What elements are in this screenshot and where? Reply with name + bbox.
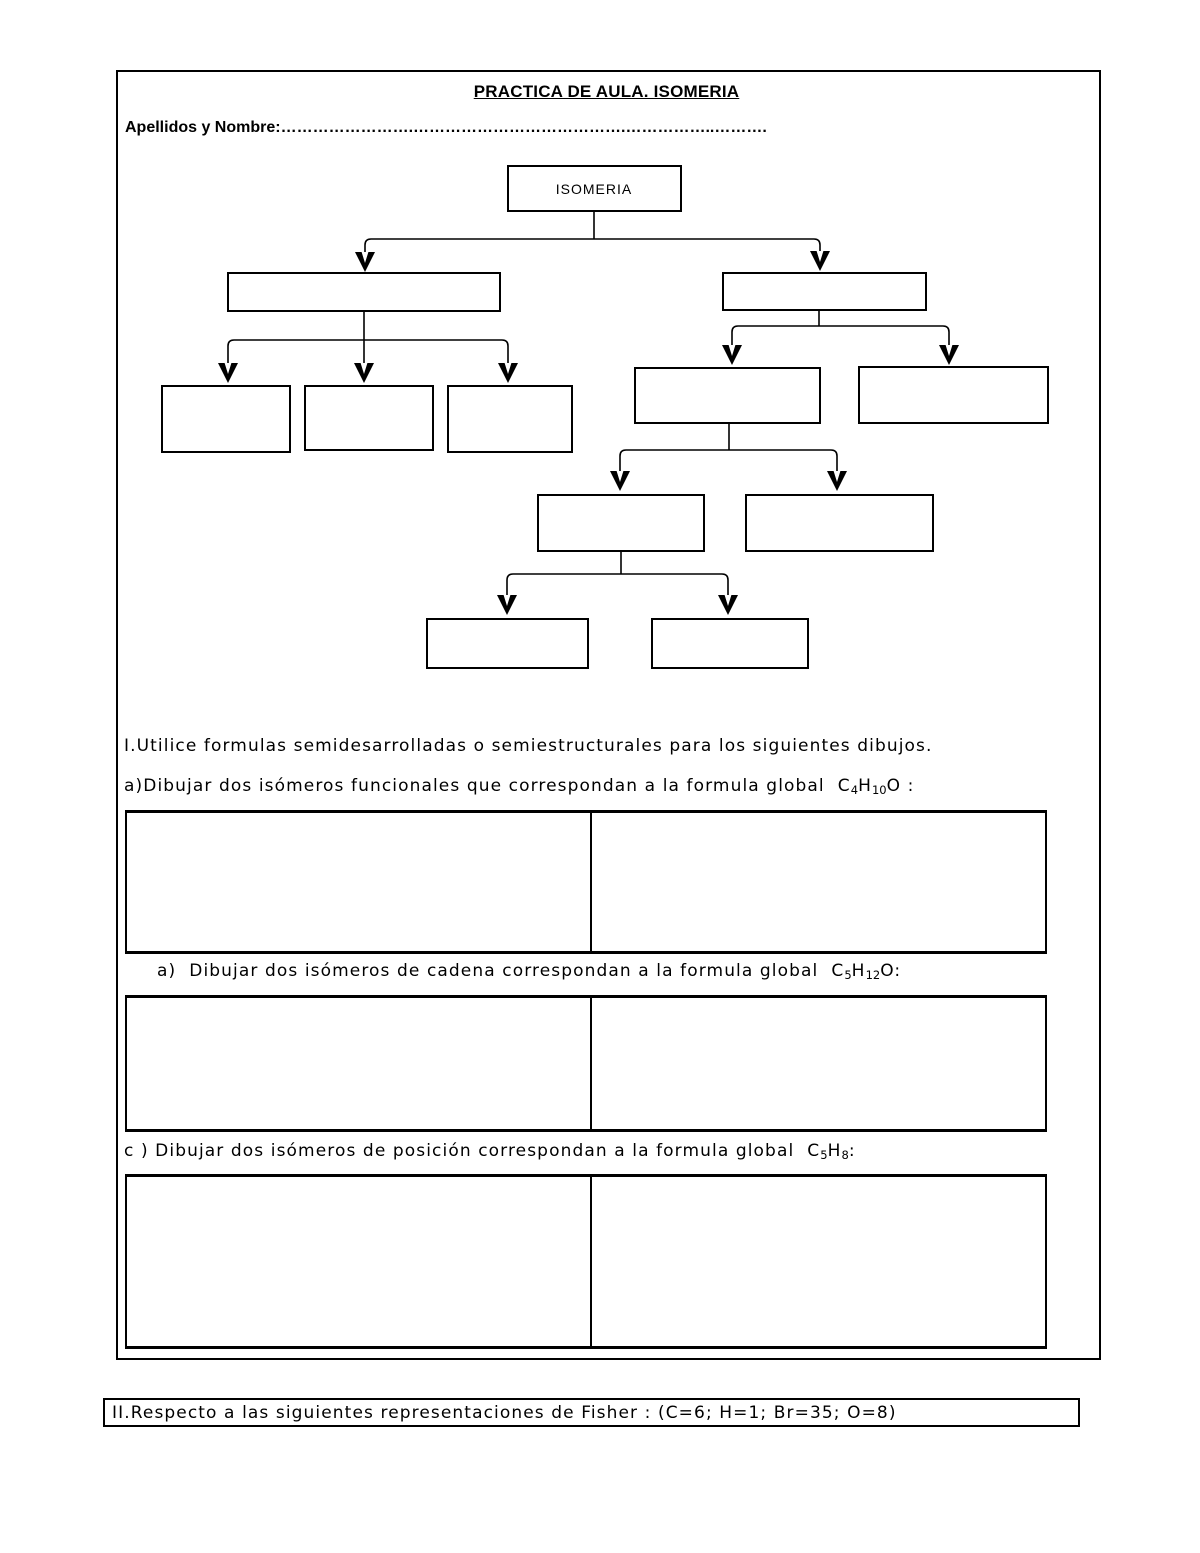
arrow-down-icon [718,595,738,615]
page-title: PRACTICA DE AULA. ISOMERIA [473,82,740,101]
formula-symbol: H [858,776,872,796]
flowchart-box [447,385,573,453]
arrow-down-icon [827,471,847,491]
name-field: Apellidos y Nombre:…………………….………………………………… [125,119,767,136]
item-b-text: a) Dibujar dos isómeros de cadena corres… [157,961,845,981]
formula-subscript: 10 [871,783,887,797]
arrow-down-icon [218,363,238,383]
answer-table-b [125,995,1047,1132]
exercise1-item-a: a)Dibujar dos isómeros funcionales que c… [124,776,1084,797]
formula-symbol: O : [886,776,915,796]
arrow-down-icon [497,595,517,615]
flowchart-box [304,385,434,451]
flowchart-box [651,618,809,669]
item-c-text: c ) Dibujar dos isómeros de posición cor… [124,1141,821,1161]
arrow-down-icon [355,252,375,272]
item-a-text: a)Dibujar dos isómeros funcionales que c… [124,776,851,796]
exercise1-intro: I.Utilice formulas semidesarrolladas o s… [124,736,933,756]
arrow-down-icon [610,471,630,491]
arrow-down-icon [722,345,742,365]
exercise1-item-c: c ) Dibujar dos isómeros de posición cor… [124,1141,1084,1162]
isomeria-flowchart: ISOMERIA [161,165,1049,669]
arrow-down-icon [939,345,959,365]
flowchart-box [426,618,589,669]
flowchart-connectors [227,211,950,595]
answer-cell [127,1177,592,1346]
answer-table-c [125,1174,1047,1349]
answer-cell [127,813,592,951]
flowchart-box [745,494,934,552]
flowchart-box [634,367,821,424]
formula-subscript: 5 [820,1148,828,1162]
arrow-down-icon [354,363,374,383]
formula-subscript: 4 [850,783,859,797]
formula-subscript: 12 [865,968,881,982]
flowchart-root-label: ISOMERIA [556,181,632,197]
flowchart-box [722,272,927,311]
formula-symbol: O: [880,961,902,981]
exercise2-heading: II.Respecto a las siguientes representac… [112,1402,897,1423]
arrow-down-icon [810,251,830,271]
answer-cell [592,813,1045,951]
arrow-down-icon [498,363,518,383]
formula-symbol: : [848,1141,856,1161]
formula-subscript: 5 [844,968,852,982]
formula-subscript: 8 [841,1148,849,1162]
exercise1-item-b: a) Dibujar dos isómeros de cadena corres… [157,961,1097,982]
flowchart-box [537,494,705,552]
exercise2-heading-box: II.Respecto a las siguientes representac… [103,1398,1080,1427]
formula-symbol: H [827,1141,842,1161]
formula-symbol: H [851,961,866,981]
page-border [116,70,1101,1360]
flowchart-box [161,385,291,453]
answer-cell [592,1177,1045,1346]
flowchart-root-box [507,165,682,212]
flowchart-box [858,366,1049,424]
flowchart-box [227,272,501,312]
answer-cell [127,998,592,1129]
answer-table-a [125,810,1047,954]
answer-cell [592,998,1045,1129]
